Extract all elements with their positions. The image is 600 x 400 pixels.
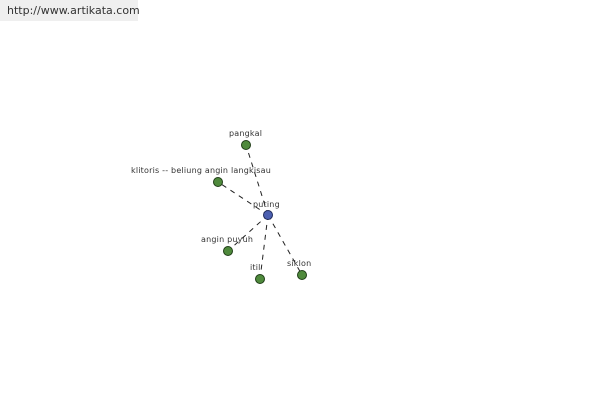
url-bar: http://www.artikata.com (0, 0, 140, 21)
node-pangkal[interactable]: pangkal (229, 129, 262, 150)
node-siklon[interactable]: siklon (287, 259, 311, 280)
node-itil[interactable]: itil (250, 263, 265, 284)
node-siklon-dot[interactable] (297, 270, 307, 280)
node-center-dot[interactable] (263, 210, 273, 220)
edge-klitoris (217, 181, 269, 216)
node-pangkal-dot[interactable] (241, 140, 251, 150)
edge-pangkal (245, 144, 269, 216)
node-klitoris-dot[interactable] (213, 177, 223, 187)
node-center[interactable]: puting (253, 200, 280, 220)
node-pangkal-label[interactable]: pangkal (229, 129, 262, 138)
node-angin-puyuh[interactable]: angin puyuh (201, 235, 253, 256)
edge-angin-puyuh (227, 214, 269, 252)
node-itil-label[interactable]: itil (250, 263, 261, 272)
node-angin-puyuh-dot[interactable] (223, 246, 233, 256)
node-klitoris[interactable]: klitoris -- beliung angin langkisau (131, 166, 271, 187)
edge-itil (259, 214, 269, 280)
node-siklon-label[interactable]: siklon (287, 259, 311, 268)
edge-siklon (267, 214, 303, 276)
node-klitoris-label[interactable]: klitoris -- beliung angin langkisau (131, 166, 271, 175)
site-url[interactable]: http://www.artikata.com (7, 4, 140, 17)
node-center-label[interactable]: puting (253, 200, 280, 209)
node-itil-dot[interactable] (255, 274, 265, 284)
node-angin-puyuh-label[interactable]: angin puyuh (201, 235, 253, 244)
